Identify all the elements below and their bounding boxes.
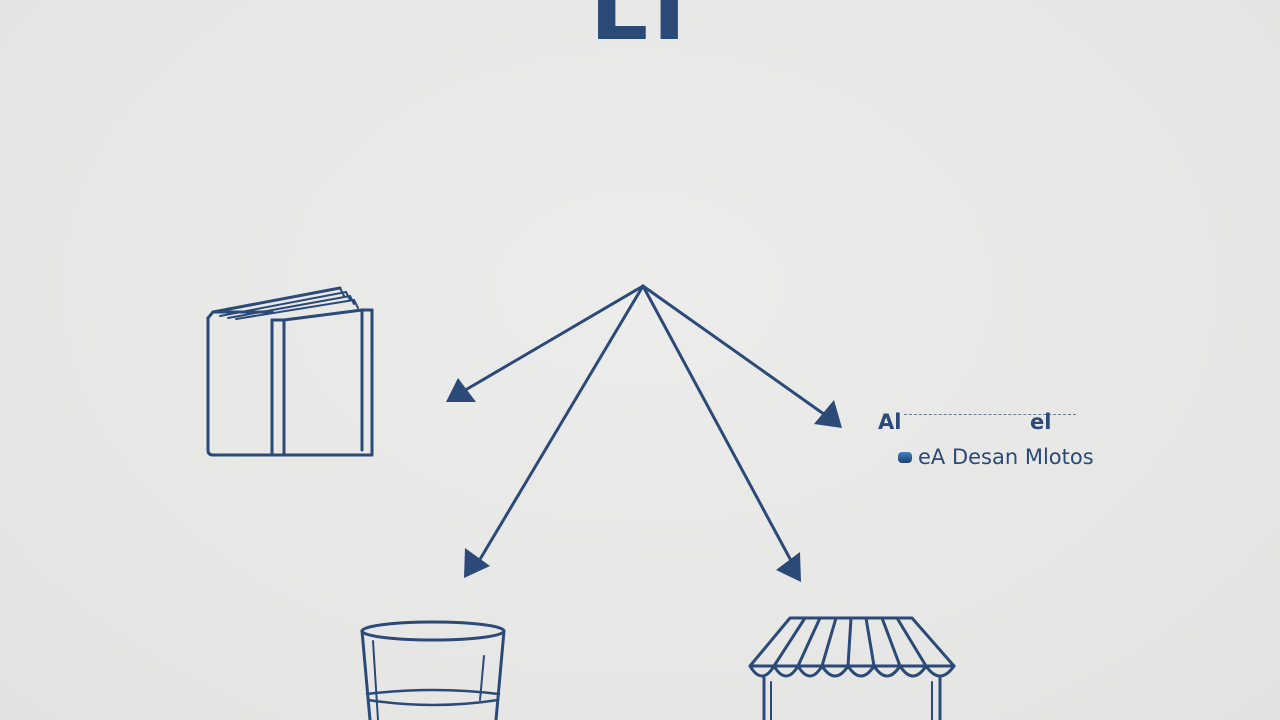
node-label: Al el eA Desan Mlotos — [876, 408, 1116, 478]
arrowhead-stall — [776, 552, 801, 582]
label-top-left: Al — [878, 410, 902, 434]
label-top-right: el — [1030, 410, 1052, 434]
glass-of-water-icon — [360, 620, 506, 720]
market-stall-icon — [748, 616, 956, 720]
label-divider — [904, 414, 1076, 415]
arrowheads — [446, 378, 842, 582]
book-icon — [206, 286, 374, 457]
arrow-to-glass — [474, 284, 645, 568]
arrow-to-book — [460, 284, 645, 394]
arrows — [460, 284, 830, 570]
arrow-to-stall — [641, 284, 797, 570]
arrowhead-book — [446, 378, 476, 402]
arrowhead-glass — [464, 548, 490, 578]
diagram-title: LI — [589, 0, 691, 61]
arrow-to-label — [641, 284, 830, 419]
bullet-icon — [898, 452, 912, 463]
label-bottom-row: eA Desan Mlotos — [898, 447, 1094, 468]
arrowhead-label — [814, 400, 842, 428]
label-bottom-text: eA Desan Mlotos — [918, 445, 1094, 469]
